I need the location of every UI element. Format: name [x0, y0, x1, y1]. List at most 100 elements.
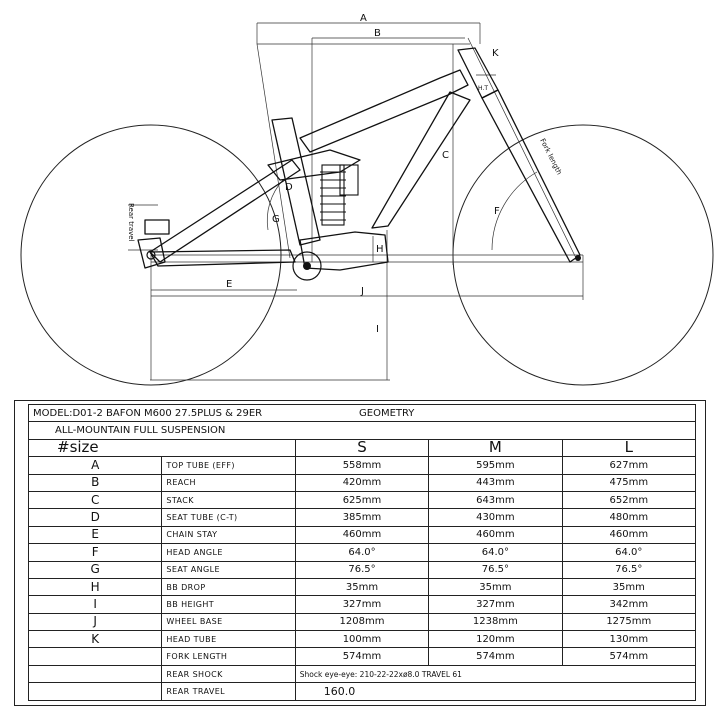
cell-l: 76.5°	[561, 560, 697, 579]
cell-m: 430mm	[428, 508, 563, 527]
bike-geometry-drawing: A B C D E F G H I J K Rear travel Fork l…	[20, 13, 714, 386]
model-header: MODEL:D01-2 BAFON M600 27.5PLUS & 29ER G…	[28, 403, 696, 423]
model-name: MODEL:D01-2 BAFON M600 27.5PLUS & 29ER	[33, 407, 263, 419]
cell-l: 35mm	[561, 577, 697, 597]
cell-param: REACH	[161, 473, 296, 492]
cell-m: 76.5°	[428, 560, 563, 579]
cell-m: 327mm	[428, 595, 563, 614]
cell-param: HEAD TUBE	[161, 630, 296, 649]
cell-l: 64.0°	[561, 543, 697, 562]
cell-l: 480mm	[561, 508, 697, 527]
cell-m: 443mm	[428, 473, 563, 492]
rear-travel-value: 160.0	[294, 682, 697, 701]
cell-m: 574mm	[428, 647, 563, 666]
row-key	[27, 664, 163, 684]
cell-key: K	[27, 630, 163, 649]
cell-m: 64.0°	[428, 543, 563, 562]
label-f: F	[494, 206, 500, 217]
cell-key	[27, 647, 163, 666]
label-k: K	[492, 48, 499, 59]
size-header: #size	[28, 438, 296, 458]
cell-param: BB DROP	[161, 577, 296, 597]
label-h: H	[376, 244, 384, 255]
label-i: I	[376, 324, 379, 335]
cell-param: SEAT ANGLE	[161, 560, 296, 579]
cell-key: F	[27, 543, 163, 562]
rear-shock-value: Shock eye-eye: 210-22-22xø8.0 TRAVEL 61	[294, 664, 697, 684]
cell-param: TOP TUBE (EFF)	[161, 456, 296, 475]
cell-s: 35mm	[294, 577, 430, 597]
cell-key: C	[27, 490, 163, 510]
cell-param: CHAIN STAY	[161, 525, 296, 545]
label-a: A	[360, 13, 367, 24]
cell-param: SEAT TUBE (C-T)	[161, 508, 296, 527]
cell-m: 643mm	[428, 490, 563, 510]
size-m: M	[428, 438, 563, 458]
cell-param: STACK	[161, 490, 296, 510]
cell-s: 460mm	[294, 525, 430, 545]
cell-l: 460mm	[561, 525, 697, 545]
cell-param: BB HEIGHT	[161, 595, 296, 614]
cell-l: 652mm	[561, 490, 697, 510]
cell-s: 420mm	[294, 473, 430, 492]
size-s: S	[294, 438, 430, 458]
table-frame	[14, 400, 706, 706]
label-b: B	[374, 28, 381, 39]
cell-s: 64.0°	[294, 543, 430, 562]
cell-s: 100mm	[294, 630, 430, 649]
bike-frame	[137, 47, 581, 271]
head-tube-mark: H.T	[478, 85, 488, 92]
label-c: C	[442, 150, 449, 161]
cell-key: D	[27, 508, 163, 527]
row-param: REAR TRAVEL	[161, 682, 296, 701]
cell-param: WHEEL BASE	[161, 612, 296, 632]
cell-l: 130mm	[561, 630, 697, 649]
drive-motor	[292, 251, 322, 281]
rear-axle	[146, 250, 156, 260]
cell-s: 1208mm	[294, 612, 430, 632]
cell-m: 35mm	[428, 577, 563, 597]
dimension-lines	[128, 22, 584, 381]
cell-key: H	[27, 577, 163, 597]
front-axle	[575, 255, 581, 261]
label-e: E	[226, 279, 232, 290]
rear-travel-label: Rear travel	[127, 203, 135, 242]
label-j: J	[360, 286, 364, 297]
cell-m: 595mm	[428, 456, 563, 475]
cell-s: 327mm	[294, 595, 430, 614]
cell-key: I	[27, 595, 163, 614]
subtitle: ALL-MOUNTAIN FULL SUSPENSION	[28, 421, 696, 440]
fork-length-label: Fork length	[538, 137, 563, 176]
cell-key: E	[27, 525, 163, 545]
cell-l: 627mm	[561, 456, 697, 475]
cell-l: 1275mm	[561, 612, 697, 632]
cell-m: 460mm	[428, 525, 563, 545]
cell-key: J	[27, 612, 163, 632]
cell-s: 574mm	[294, 647, 430, 666]
cell-param: FORK LENGTH	[161, 647, 296, 666]
label-g: G	[272, 214, 280, 225]
cell-s: 76.5°	[294, 560, 430, 579]
cell-l: 342mm	[561, 595, 697, 614]
dimension-labels: A B C D E F G H I J K	[226, 13, 500, 335]
cell-s: 625mm	[294, 490, 430, 510]
rear-shock	[320, 164, 359, 226]
cell-l: 574mm	[561, 647, 697, 666]
bb-axle	[303, 262, 311, 270]
cell-s: 558mm	[294, 456, 430, 475]
cell-s: 385mm	[294, 508, 430, 527]
cell-key: G	[27, 560, 163, 579]
cell-key: A	[27, 456, 163, 475]
row-key	[27, 682, 163, 701]
cell-key: B	[27, 473, 163, 492]
size-l: L	[561, 438, 697, 458]
